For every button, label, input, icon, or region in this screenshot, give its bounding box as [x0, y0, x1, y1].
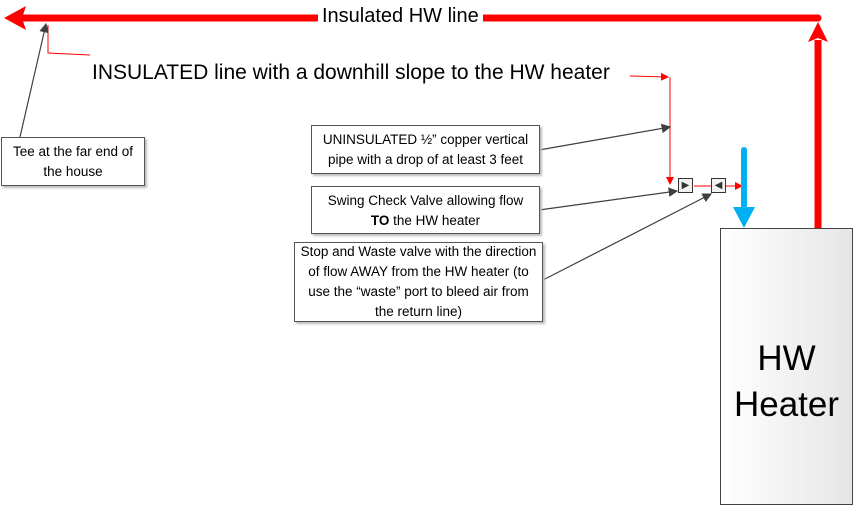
- cold-supply: [733, 147, 755, 228]
- callout-stop-waste-valve: Stop and Waste valve with the direction …: [294, 242, 543, 322]
- swing-text: Swing Check Valve allowing flow: [327, 193, 524, 208]
- heater-label-2: Heater: [733, 384, 840, 424]
- heater-label-1: HW: [757, 338, 816, 378]
- hw-flow-arrowhead-icon: [4, 6, 26, 30]
- swing-text-end: the HW heater: [389, 213, 481, 228]
- callout-uninsulated-pipe: UNINSULATED ½” copper vertical pipe with…: [311, 125, 540, 174]
- slope-label: INSULATED line with a downhill slope to …: [92, 61, 610, 84]
- insulated-hw-line-label: Insulated HW line: [318, 5, 483, 28]
- swing-check-valve-icon: ▶: [678, 178, 693, 193]
- leader-lines: [19, 22, 713, 281]
- swing-bold-text: TO: [370, 213, 390, 228]
- callout-swing-check-valve: Swing Check Valve allowing flow TO the H…: [311, 186, 540, 234]
- callout-tee: Tee at the far end of the house: [1, 137, 145, 186]
- stop-waste-valve-icon: ◀: [711, 178, 726, 193]
- hw-heater: HW Heater: [720, 228, 853, 505]
